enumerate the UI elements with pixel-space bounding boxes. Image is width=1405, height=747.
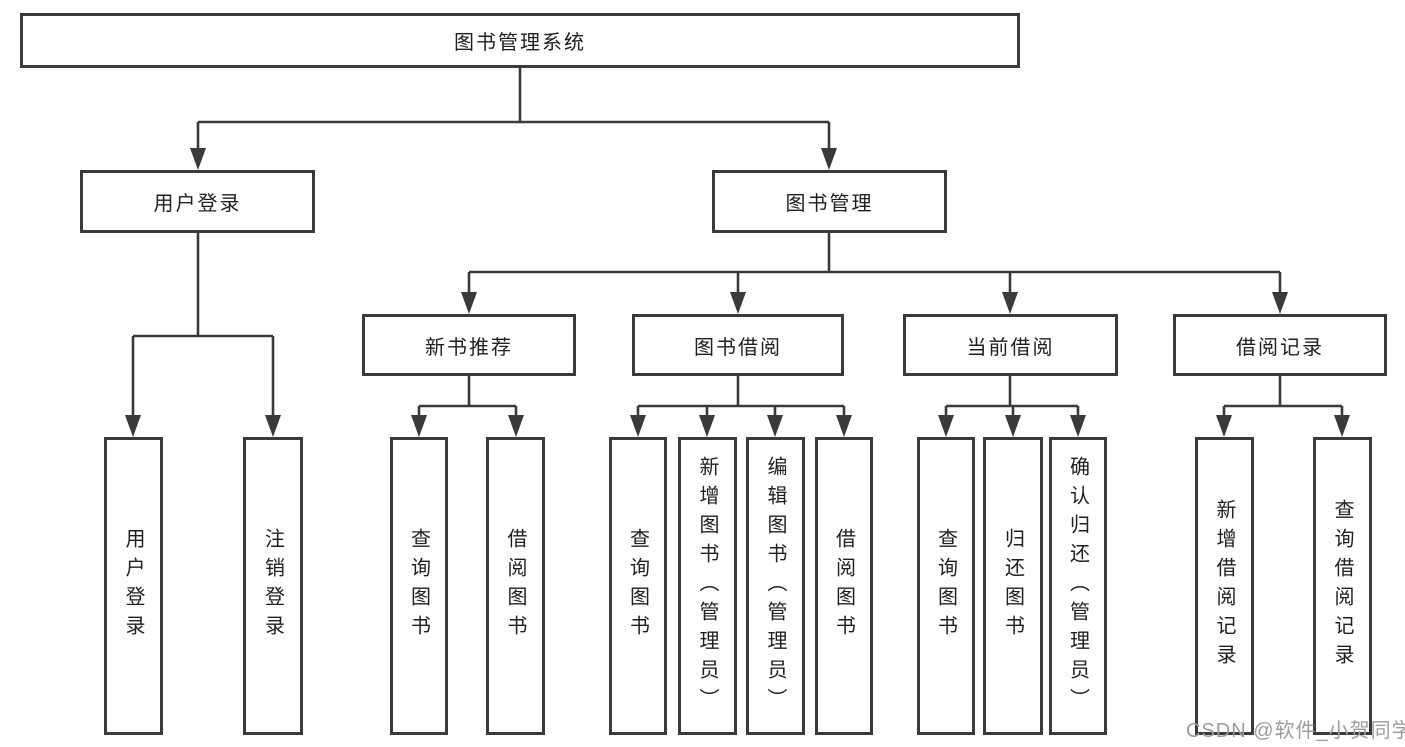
node-label-new-book-recommend: 新书推荐 xyxy=(425,336,513,359)
node-label-leaf-query-books-current: 查询图书 xyxy=(934,528,957,644)
node-leaf-add-borrow-record: 新增借阅记录 xyxy=(1195,437,1254,735)
node-label-leaf-user-login: 用户登录 xyxy=(122,528,144,644)
node-leaf-query-books-recommend: 查询图书 xyxy=(390,437,448,735)
node-leaf-user-login: 用户登录 xyxy=(104,437,163,735)
node-leaf-logout: 注销登录 xyxy=(243,437,303,735)
node-new-book-recommend: 新书推荐 xyxy=(362,314,576,376)
node-label-leaf-return-books: 归还图书 xyxy=(1001,528,1024,644)
node-label-leaf-edit-books-admin: 编辑图书（管理员） xyxy=(764,455,786,717)
node-label-book-management: 图书管理 xyxy=(785,193,874,215)
node-leaf-add-books-admin: 新增图书（管理员） xyxy=(678,437,737,735)
node-label-library-management-system: 图书管理系统 xyxy=(454,32,586,54)
node-label-current-borrowing: 当前借阅 xyxy=(966,336,1055,359)
node-current-borrowing: 当前借阅 xyxy=(903,314,1118,376)
watermark-text: CSDN @软件_小贺同学 xyxy=(1186,720,1405,742)
node-label-user-login: 用户登录 xyxy=(153,193,242,215)
node-book-borrowing: 图书借阅 xyxy=(632,314,844,376)
node-label-leaf-add-borrow-record: 新增借阅记录 xyxy=(1213,499,1235,673)
node-label-leaf-borrow-books-recommend: 借阅图书 xyxy=(504,528,526,644)
node-label-leaf-query-books-borrowing: 查询图书 xyxy=(626,528,649,644)
node-borrowing-records: 借阅记录 xyxy=(1173,314,1387,376)
node-leaf-confirm-return-admin: 确认归还（管理员） xyxy=(1049,437,1107,735)
node-label-leaf-query-books-recommend: 查询图书 xyxy=(407,528,430,644)
node-label-leaf-query-borrow-record: 查询借阅记录 xyxy=(1331,499,1353,673)
node-label-book-borrowing: 图书借阅 xyxy=(694,336,782,359)
node-label-leaf-confirm-return-admin: 确认归还（管理员） xyxy=(1066,455,1089,717)
node-label-leaf-logout: 注销登录 xyxy=(261,528,284,644)
node-leaf-return-books: 归还图书 xyxy=(983,437,1043,735)
node-leaf-query-borrow-record: 查询借阅记录 xyxy=(1313,437,1372,735)
node-label-leaf-add-books-admin: 新增图书（管理员） xyxy=(696,455,718,717)
node-book-management: 图书管理 xyxy=(712,170,947,233)
node-leaf-query-books-current: 查询图书 xyxy=(917,437,975,735)
node-leaf-borrow-books-recommend: 借阅图书 xyxy=(486,437,545,735)
node-library-management-system: 图书管理系统 xyxy=(20,13,1020,68)
node-leaf-query-books-borrowing: 查询图书 xyxy=(609,437,667,735)
node-label-leaf-borrow-books-borrowing: 借阅图书 xyxy=(832,528,855,644)
node-leaf-edit-books-admin: 编辑图书（管理员） xyxy=(746,437,805,735)
node-leaf-borrow-books-borrowing: 借阅图书 xyxy=(815,437,873,735)
node-label-borrowing-records: 借阅记录 xyxy=(1236,336,1324,359)
node-user-login: 用户登录 xyxy=(80,170,315,233)
